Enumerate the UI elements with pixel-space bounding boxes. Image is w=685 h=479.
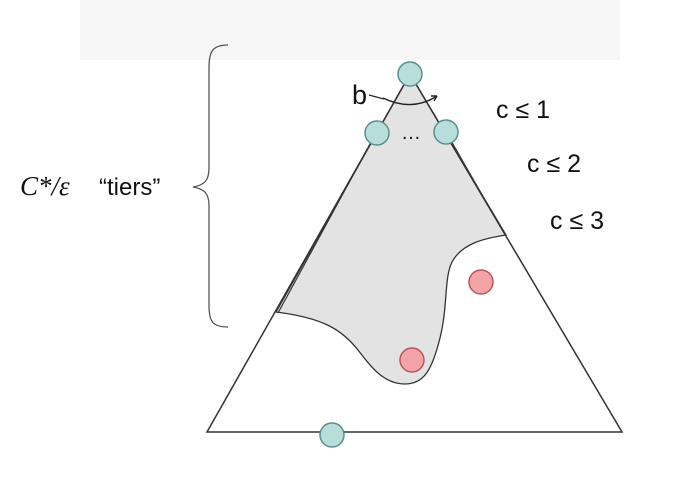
branching-arc	[382, 95, 438, 106]
right-child-node	[433, 119, 459, 145]
branching-pointer	[368, 94, 385, 100]
search-tree-triangle	[205, 72, 624, 433]
left-child-node	[364, 120, 390, 146]
cost-label-3: c ≤ 3	[550, 207, 604, 235]
ellipsis-label: …	[401, 122, 421, 144]
cost-label-1: c ≤ 1	[496, 96, 550, 124]
tiers-brace	[192, 44, 229, 328]
background-strip	[80, 0, 620, 60]
cost-label-2: c ≤ 2	[527, 150, 581, 178]
tier-edge-left	[277, 132, 377, 314]
explored-region	[274, 72, 508, 385]
tiers-word: “tiers”	[99, 174, 160, 201]
root-node	[397, 61, 423, 87]
goal-node-lower	[399, 347, 425, 373]
branching-arrowhead	[431, 95, 438, 102]
tiers-formula: C*/ε	[20, 171, 70, 201]
goal-node-upper	[468, 269, 494, 295]
shallow-goal-bottom-node	[319, 422, 345, 448]
tier-edge-right	[445, 131, 505, 234]
branching-factor-label: b	[352, 80, 367, 110]
